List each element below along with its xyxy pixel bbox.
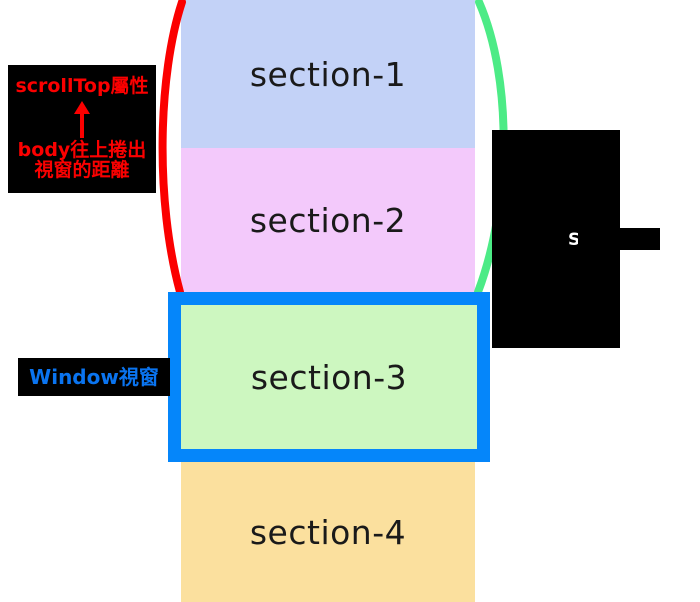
right-annotation-redaction-bar <box>578 228 660 250</box>
window-callout-label: Window視窗 <box>29 364 159 389</box>
section-4-block: section-4 <box>181 462 475 602</box>
section-3-block: section-3 <box>181 305 477 449</box>
section-4-label: section-4 <box>249 512 407 552</box>
scrolltop-callout-line-2: 視窗的距離 <box>34 158 130 181</box>
scrolltop-callout-title: scrollTop屬性 <box>15 75 149 98</box>
window-viewport-frame: section-3 <box>168 292 490 462</box>
up-arrow-icon <box>74 101 90 139</box>
scrolltop-callout-line-1: body往上捲出 <box>17 139 147 162</box>
section-1-label: section-1 <box>249 54 407 94</box>
window-callout: Window視窗 <box>18 358 170 396</box>
section-2-block: section-2 <box>181 148 475 293</box>
section-3-label: section-3 <box>250 357 408 397</box>
section-1-block: section-1 <box>181 0 475 148</box>
scrolltop-callout: scrollTop屬性 body往上捲出 視窗的距離 <box>8 65 156 193</box>
section-2-label: section-2 <box>249 201 407 240</box>
